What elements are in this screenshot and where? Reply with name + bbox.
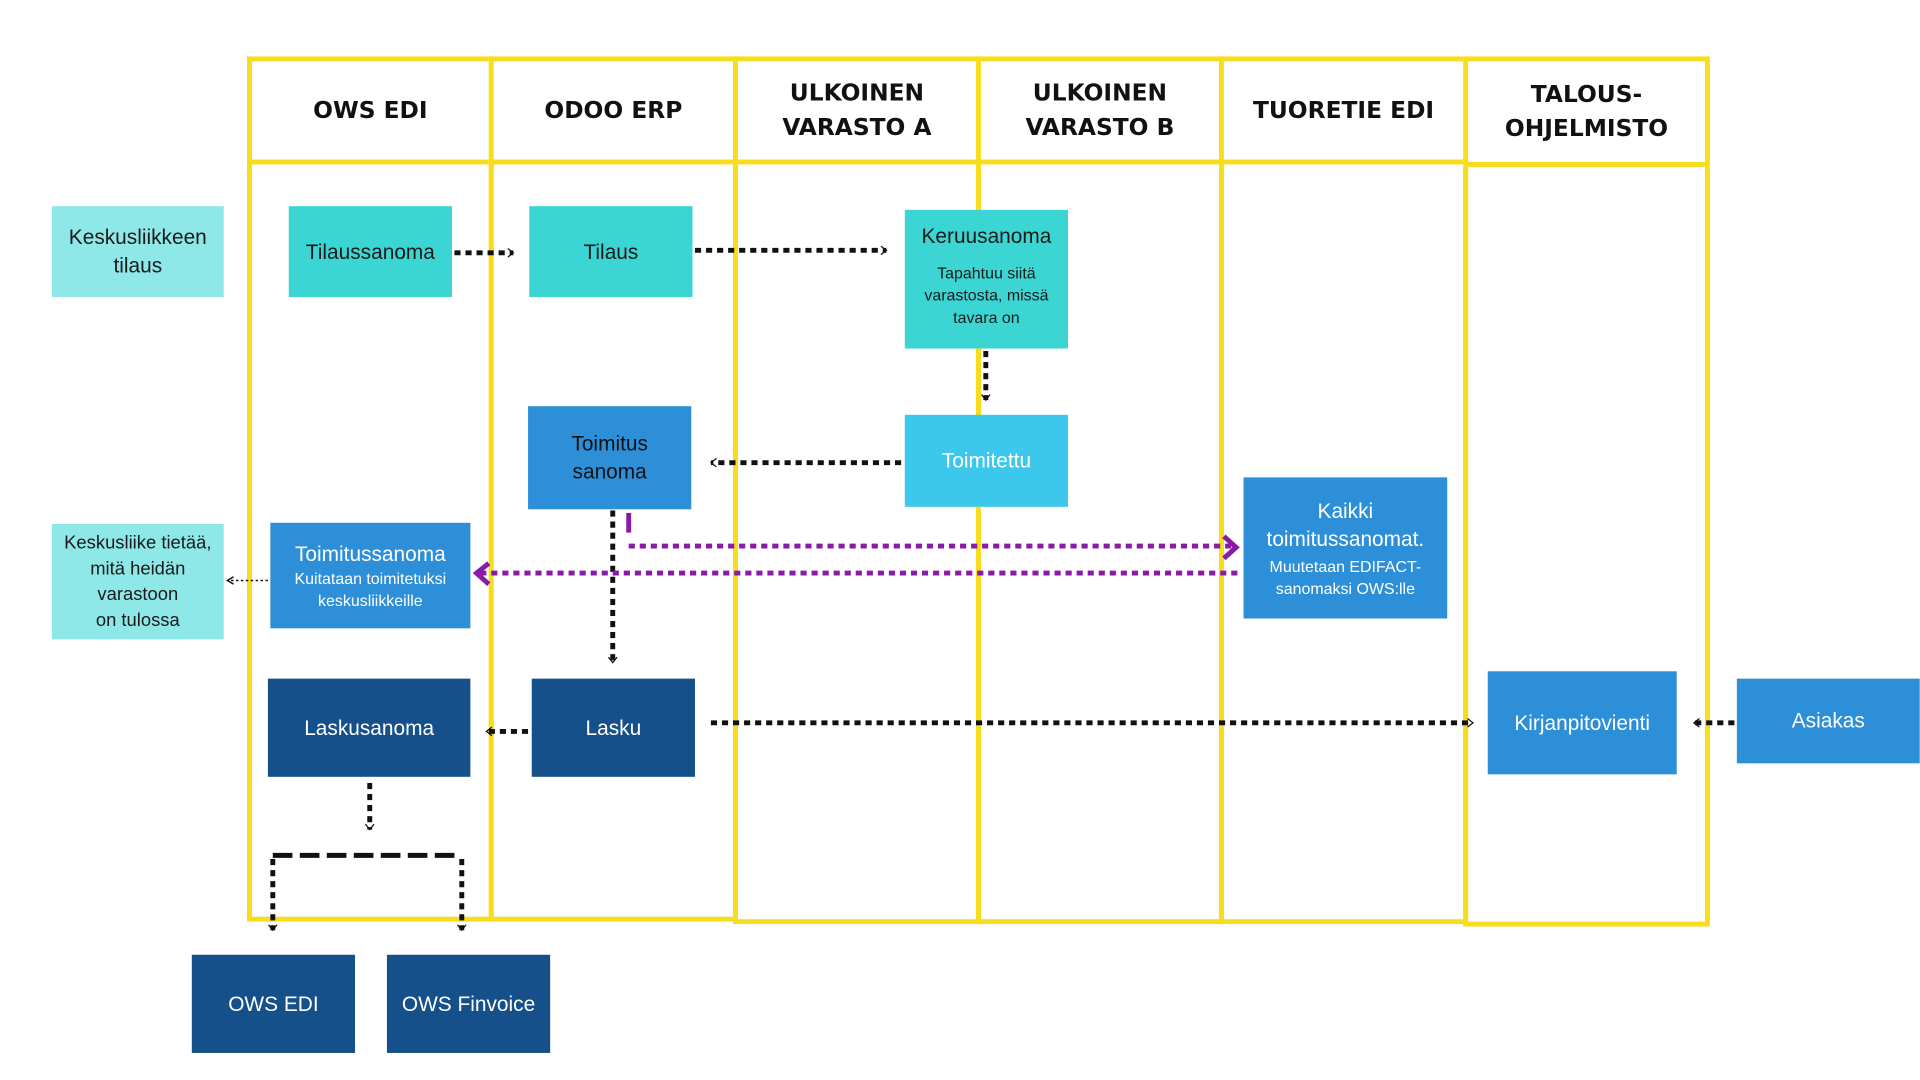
node-tilaus: Tilaus	[529, 206, 693, 297]
node-laskusanoma: Laskusanoma	[267, 678, 471, 777]
node-note: Muutetaan EDIFACT- sanomaksi OWS:lle	[1269, 556, 1422, 598]
node-label: Lasku	[585, 716, 642, 740]
purple-arrowhead-left	[472, 561, 491, 586]
node-label: Asiakas	[1791, 709, 1865, 733]
node-label: Kaikki toimitussanomat.	[1266, 498, 1425, 551]
node-label: Toimitus sanoma	[571, 431, 648, 484]
lane-header-varasto-b: ULKOINEN VARASTO B	[975, 56, 1224, 165]
lane-header-ows-edi: OWS EDI	[247, 56, 494, 165]
node-tilaussanoma: Tilaussanoma	[288, 206, 452, 297]
node-ows-finvoice: OWS Finvoice	[386, 954, 551, 1053]
node-label: Laskusanoma	[304, 716, 435, 740]
node-keskusliike-tietaa: Keskusliike tietää, mitä heidän varastoo…	[51, 524, 224, 640]
node-note: Kuitataan toimitetuksi keskusliikkeille	[294, 568, 447, 610]
node-label: Toimitussanoma	[294, 541, 446, 566]
node-toimitus-sanoma: Toimitus sanoma	[528, 406, 692, 510]
lane-header-varasto-a: ULKOINEN VARASTO A	[733, 56, 981, 165]
node-toimitussanoma: Toimitussanoma Kuitataan toimitetuksi ke…	[270, 522, 471, 629]
node-label: OWS EDI	[228, 992, 319, 1016]
node-label: Kirjanpitovienti	[1514, 711, 1651, 735]
node-label: Tilaus	[583, 239, 639, 264]
node-ows-edi-output: OWS EDI	[191, 954, 356, 1053]
node-label: OWS Finvoice	[401, 992, 536, 1016]
node-label: Toimitettu	[941, 449, 1032, 473]
node-toimitettu: Toimitettu	[904, 414, 1069, 507]
node-label: Keskusliike tietää, mitä heidän varastoo…	[64, 532, 212, 631]
node-label: Keruusanoma	[921, 224, 1052, 248]
swimlane-diagram: OWS EDI ODOO ERP ULKOINEN VARASTO A ULKO…	[20, 0, 1920, 1080]
node-label: Keskusliikkeen tilaus	[68, 225, 207, 278]
node-kaikki-toimitussanomat: Kaikki toimitussanomat. Muutetaan EDIFAC…	[1243, 477, 1448, 619]
node-keruusanoma: Keruusanoma Tapahtuu siitä varastosta, m…	[904, 209, 1069, 349]
node-lasku: Lasku	[531, 678, 695, 777]
node-note: Tapahtuu siitä varastosta, missä tavara …	[924, 263, 1049, 327]
purple-arrowhead-right	[1222, 534, 1240, 561]
thin-arrowhead	[225, 576, 234, 585]
connectors	[225, 245, 1735, 932]
node-keskusliike-tilaus: Keskusliikkeen tilaus	[51, 206, 224, 297]
node-label: Tilaussanoma	[305, 239, 435, 264]
lane-header-talousohjelmisto: TALOUS- OHJELMISTO	[1463, 56, 1710, 167]
diagram-frame: OWS EDI ODOO ERP ULKOINEN VARASTO A ULKO…	[20, 0, 1920, 1080]
node-asiakas: Asiakas	[1736, 678, 1920, 764]
node-kirjanpitovienti: Kirjanpitovienti	[1487, 671, 1677, 775]
